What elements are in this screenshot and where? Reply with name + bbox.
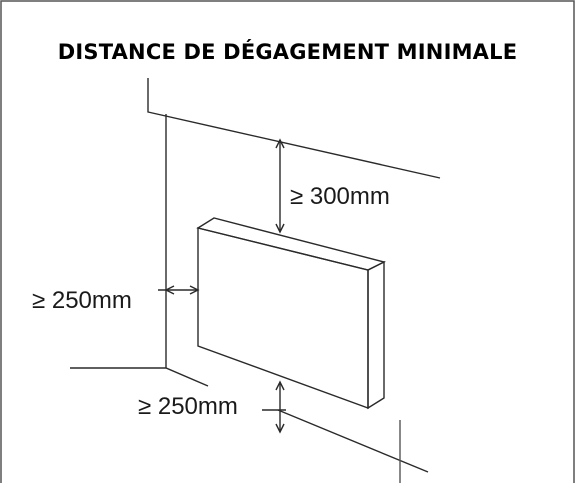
diagram-title: DISTANCE DE DÉGAGEMENT MINIMALE — [57, 40, 518, 64]
bottom-arrow-head-down — [275, 423, 285, 434]
top-arrow-head-down — [275, 223, 285, 234]
side-arrow-head-right — [189, 285, 200, 295]
bottom-clearance-label: ≥ 250mm — [138, 393, 238, 420]
floor-left-edge — [70, 367, 209, 387]
top-clearance-label: ≥ 300mm — [290, 183, 390, 210]
ceiling-edge — [147, 78, 441, 179]
side-clearance-label: ≥ 250mm — [32, 287, 132, 314]
top-arrow-head-up — [275, 138, 285, 149]
heater-front-face — [197, 227, 369, 410]
heater-top-face — [196, 217, 386, 271]
side-arrow-head-left — [164, 285, 175, 295]
bottom-arrow-head-up — [275, 380, 285, 391]
heater-side-face — [367, 260, 385, 410]
floor-right-edge — [277, 409, 429, 473]
